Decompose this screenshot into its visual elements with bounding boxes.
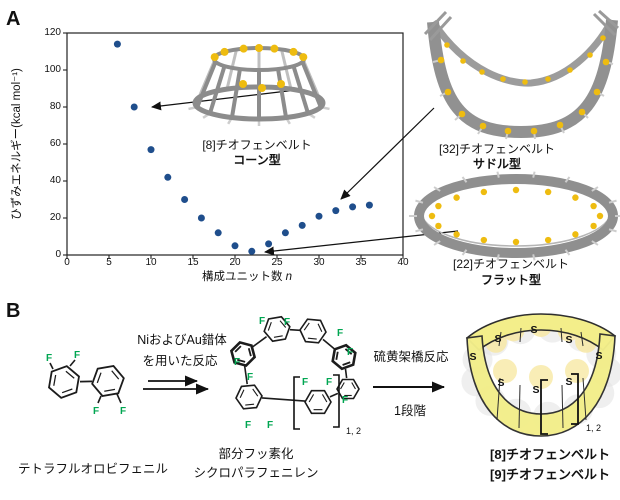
scatter-point — [281, 229, 289, 237]
fluorine-atom-label: F — [234, 357, 240, 368]
cone-molecule — [188, 44, 330, 126]
fluorine-atom-label: F — [93, 406, 99, 417]
step1-label-line2: を用いた反応 — [142, 354, 218, 368]
saddle-caption-line2: サドル型 — [472, 157, 522, 171]
step1-label-line1: NiおよびAu錯体 — [137, 333, 227, 347]
saddle-caption-line1: [32]チオフェンベルト — [438, 142, 556, 156]
scatter-point — [130, 103, 138, 111]
fluorine-atom-label: F — [284, 317, 290, 328]
fluorine-atom-label: F — [342, 395, 348, 406]
flat-caption-line2: フラット型 — [480, 273, 542, 287]
x-tick-label: 30 — [313, 257, 325, 268]
scatter-point — [181, 196, 189, 203]
x-tick-label: 35 — [355, 257, 367, 268]
x-axis-title-variable: n — [285, 271, 293, 283]
product-bracket-right — [571, 373, 579, 425]
reaction-arrows — [143, 375, 445, 395]
x-tick-label: 10 — [145, 257, 157, 268]
y-tick-label: 40 — [49, 175, 61, 186]
saddle-front-rim — [427, 19, 618, 139]
product-repeat-subscript: 1, 2 — [586, 423, 601, 433]
scatter-point — [365, 201, 373, 209]
scatter-point — [147, 146, 155, 154]
sulfur-atom-label: S — [565, 334, 572, 346]
fluorine-atom-label: F — [326, 377, 332, 388]
cone-caption-line1: [8]チオフェンベルト — [202, 138, 312, 152]
x-tick-label: 20 — [229, 257, 241, 268]
intermediate-caption-line1: 部分フッ素化 — [218, 447, 294, 461]
saddle-arrow — [340, 107, 435, 200]
sulfur-atom-label: S — [469, 351, 476, 363]
x-tick-label: 15 — [187, 257, 199, 268]
axis-ticks — [63, 32, 404, 259]
scatter-point — [315, 212, 323, 220]
cpp-repeat-subscript: 1, 2 — [346, 426, 361, 436]
sulfur-atom-label: S — [595, 350, 602, 362]
tetrafluorobiphenyl-structure: F F F F — [46, 350, 126, 417]
scatter-point — [231, 242, 239, 250]
product-bracket-left — [540, 379, 548, 435]
scatter-point — [214, 229, 222, 237]
fluorine-atom-label: F — [267, 420, 273, 431]
cone-arrow — [151, 89, 297, 111]
intermediate-caption-line2: シクロパラフェニレン — [193, 466, 319, 480]
cpp-bracket-right — [333, 374, 340, 428]
product-caption-line2: [9]チオフェンベルト — [490, 467, 610, 482]
y-tick-label: 60 — [49, 138, 61, 149]
panel-a-label: A — [6, 8, 21, 30]
x-tick-label: 0 — [64, 257, 70, 268]
scatter-point — [265, 240, 273, 248]
x-tick-label: 25 — [271, 257, 283, 268]
fluorine-atom-label: F — [120, 406, 126, 417]
sulfur-atom-label: S — [530, 324, 537, 336]
x-tick-label: 40 — [397, 257, 409, 268]
cpp-bracket-left — [293, 376, 300, 430]
scatter-point — [248, 247, 256, 255]
y-tick-label: 100 — [44, 64, 61, 75]
y-tick-label: 120 — [44, 27, 61, 38]
x-axis-title: 構成ユニット数 n — [202, 271, 292, 284]
fluorine-atom-label: F — [245, 420, 251, 431]
cone-caption-line2: コーン型 — [233, 153, 281, 167]
scatter-point — [113, 40, 121, 48]
panel-b-label: B — [6, 300, 21, 322]
scatter-point — [197, 214, 205, 222]
sulfur-atom-label: S — [497, 377, 504, 389]
scatter-point — [349, 203, 357, 211]
flat-ring-band — [414, 174, 618, 258]
y-tick-label: 80 — [49, 101, 61, 112]
x-axis-title-text: 構成ユニット数 — [201, 271, 283, 283]
thiophene-belt-product: 1, 2 S S S S S S S S — [461, 312, 620, 437]
sulfur-atom-label: S — [494, 333, 501, 345]
y-tick-label: 20 — [49, 212, 61, 223]
fluorine-atom-label: F — [347, 347, 353, 358]
product-caption-line1: [8]チオフェンベルト — [490, 447, 610, 462]
reactant-caption: テトラフルオロビフェニル — [17, 462, 169, 476]
scatter-point — [332, 207, 340, 215]
saddle-back-rim — [430, 18, 616, 87]
step2-label-below: 1段階 — [394, 404, 426, 418]
fluorine-atom-label: F — [337, 328, 343, 339]
x-tick-label: 5 — [106, 257, 112, 268]
step2-label-above: 硫黄架橋反応 — [373, 350, 449, 364]
fluorine-atom-label: F — [302, 377, 308, 388]
fluorine-atom-label: F — [74, 350, 80, 361]
fluorine-atom-label: F — [46, 353, 52, 364]
sulfur-atom-label: S — [565, 376, 572, 388]
fluorine-atom-label: F — [259, 316, 265, 327]
scatter-point — [298, 221, 306, 229]
saddle-molecule — [423, 9, 620, 140]
fluorine-atom-label: F — [247, 372, 253, 383]
sulfur-atom-label: S — [532, 384, 539, 396]
flat-ring-molecule — [409, 171, 620, 261]
scatter-point — [164, 173, 172, 181]
y-tick-label: 0 — [55, 249, 61, 260]
scatter-points — [113, 40, 373, 255]
flat-caption-line1: [22]チオフェンベルト — [452, 257, 570, 271]
